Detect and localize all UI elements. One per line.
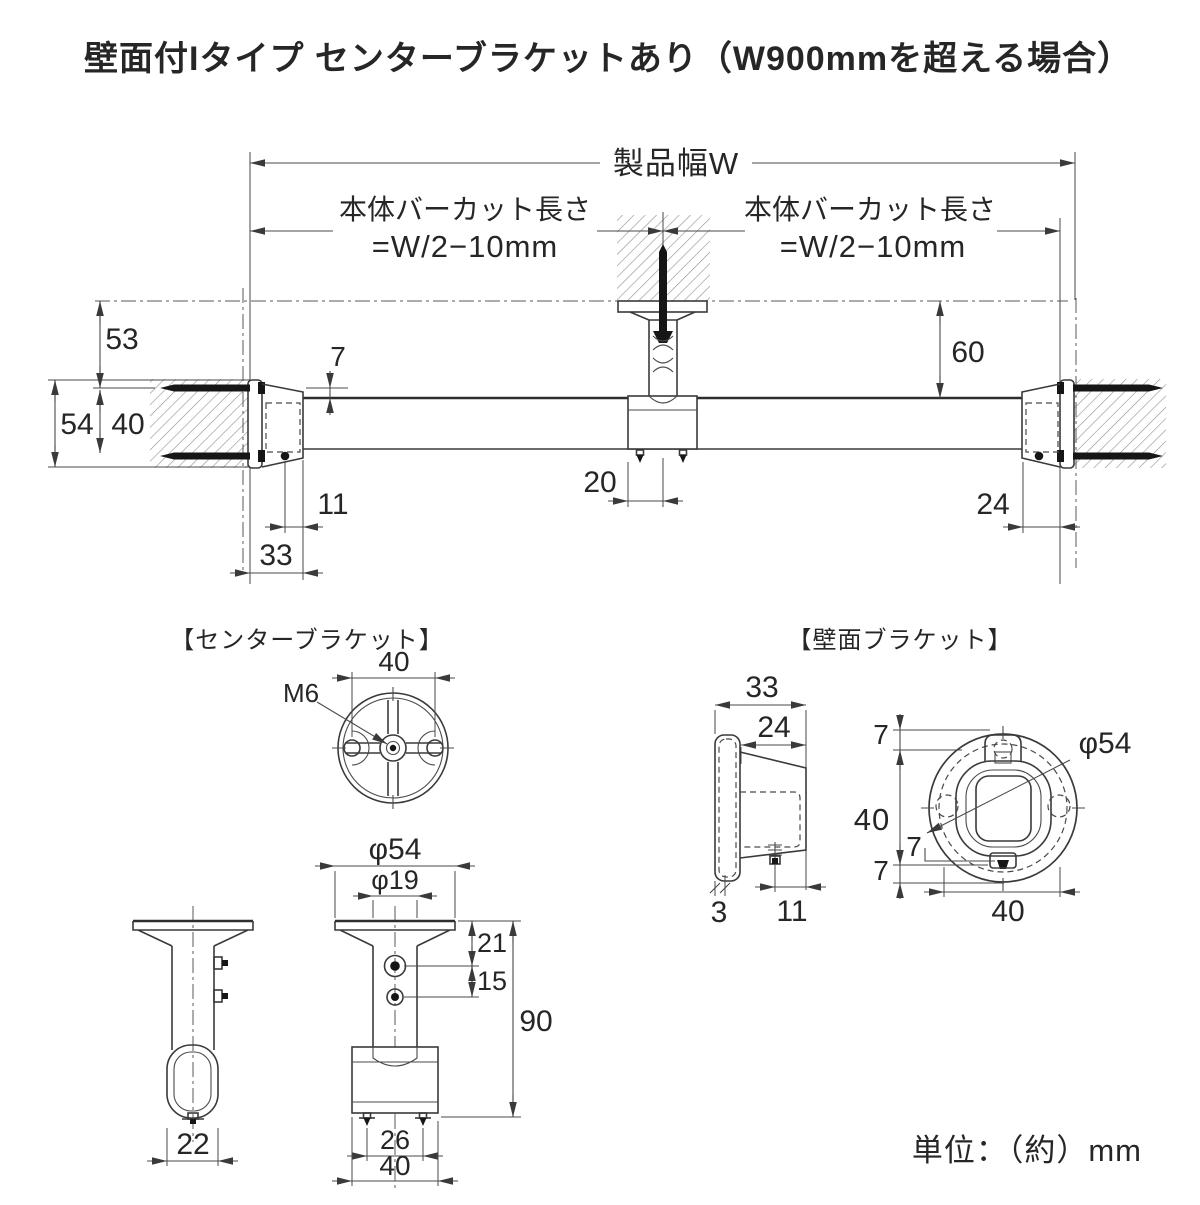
clamp-screws-front bbox=[359, 1112, 431, 1126]
dim-24-label: 24 bbox=[976, 488, 1009, 521]
dim-60-label: 60 bbox=[951, 336, 984, 369]
dim-wb-top7-label: 7 bbox=[873, 719, 889, 750]
bar-cut-left-line1: 本体バーカット長さ bbox=[339, 194, 591, 225]
page-title: 壁面付Iタイプ センターブラケットあり（W900mmを超える場合） bbox=[84, 39, 1132, 78]
dim-90-label: 90 bbox=[519, 1005, 552, 1038]
dim-7-label: 7 bbox=[330, 341, 346, 372]
main-assembly-drawing: 製品幅W 本体バーカット長さ =W/2−10mm 本体バーカット長さ =W/2−… bbox=[48, 146, 1166, 584]
bar-cut-right-line1: 本体バーカット長さ bbox=[744, 194, 996, 225]
dim-wb-span40-label: 40 bbox=[991, 895, 1024, 928]
wall-bracket-detail: 【壁面ブラケット】 33 24 bbox=[709, 627, 1132, 929]
right-wall-bracket bbox=[1021, 379, 1163, 469]
bar-cut-right-line2: =W/2−10mm bbox=[780, 229, 966, 264]
dim-wb-3-label: 3 bbox=[711, 896, 728, 929]
center-bracket-side-view: 22 bbox=[132, 906, 254, 1166]
dim-15-label: 15 bbox=[477, 966, 507, 996]
dim-20-label: 20 bbox=[583, 466, 616, 499]
unit-note: 単位：（約）mm bbox=[912, 1133, 1142, 1168]
bar-cut-left-line2: =W/2−10mm bbox=[372, 229, 558, 264]
product-width-label: 製品幅W bbox=[613, 146, 739, 181]
center-bracket-detail: 【センターブラケット】 40 bbox=[132, 627, 553, 1192]
dim-flange-dia-label: φ54 bbox=[369, 833, 422, 866]
main-dimensions: 製品幅W 本体バーカット長さ =W/2−10mm 本体バーカット長さ =W/2−… bbox=[51, 146, 1080, 577]
dim-11-label: 11 bbox=[317, 488, 348, 521]
dim-wb-24-label: 24 bbox=[757, 711, 790, 744]
oval-bottom-screw bbox=[182, 1112, 204, 1124]
centerlines bbox=[95, 288, 1077, 570]
wall-bracket-front-view: φ54 7 40 7 7 40 bbox=[854, 714, 1132, 928]
dim-26-label: 26 bbox=[380, 1125, 410, 1155]
wall-bracket-side-view: 33 24 3 11 bbox=[709, 671, 826, 929]
stem-side-screws bbox=[213, 956, 228, 1003]
center-bracket-top-view: 40 M6 bbox=[283, 646, 455, 809]
dim-wb-11-label: 11 bbox=[776, 895, 807, 928]
dim-40-label: 40 bbox=[111, 408, 144, 441]
center-bracket-front-view: φ54 φ19 bbox=[315, 833, 553, 1192]
dim-wb-40-label: 40 bbox=[854, 802, 890, 837]
dim-33-label: 33 bbox=[259, 539, 292, 572]
set-screw bbox=[280, 451, 290, 461]
dim-wb-dia-label: φ54 bbox=[1079, 727, 1132, 760]
thread-size-label: M6 bbox=[283, 678, 319, 708]
wb-top-hole bbox=[984, 734, 1022, 764]
left-wall-bracket bbox=[160, 379, 304, 469]
dim-21-label: 21 bbox=[477, 928, 507, 958]
dim-22-label: 22 bbox=[176, 1128, 209, 1161]
set-screw bbox=[1034, 451, 1044, 461]
dim-wb-33-label: 33 bbox=[745, 671, 778, 704]
wall-bracket-heading: 【壁面ブラケット】 bbox=[788, 627, 1013, 654]
dim-hole-pitch-label: 40 bbox=[378, 646, 409, 677]
dim-wb-bottom7-label: 7 bbox=[873, 855, 889, 886]
center-bracket-heading: 【センターブラケット】 bbox=[170, 627, 444, 654]
dim-wb-inner7-label: 7 bbox=[906, 831, 922, 862]
clamp-screws bbox=[635, 449, 688, 463]
dim-clamp-40-label: 40 bbox=[379, 1150, 410, 1181]
dim-stem-dia-label: φ19 bbox=[371, 865, 419, 895]
dim-53-label: 53 bbox=[105, 323, 138, 356]
dim-54-label: 54 bbox=[60, 408, 93, 441]
center-bracket-assembly bbox=[617, 244, 708, 463]
